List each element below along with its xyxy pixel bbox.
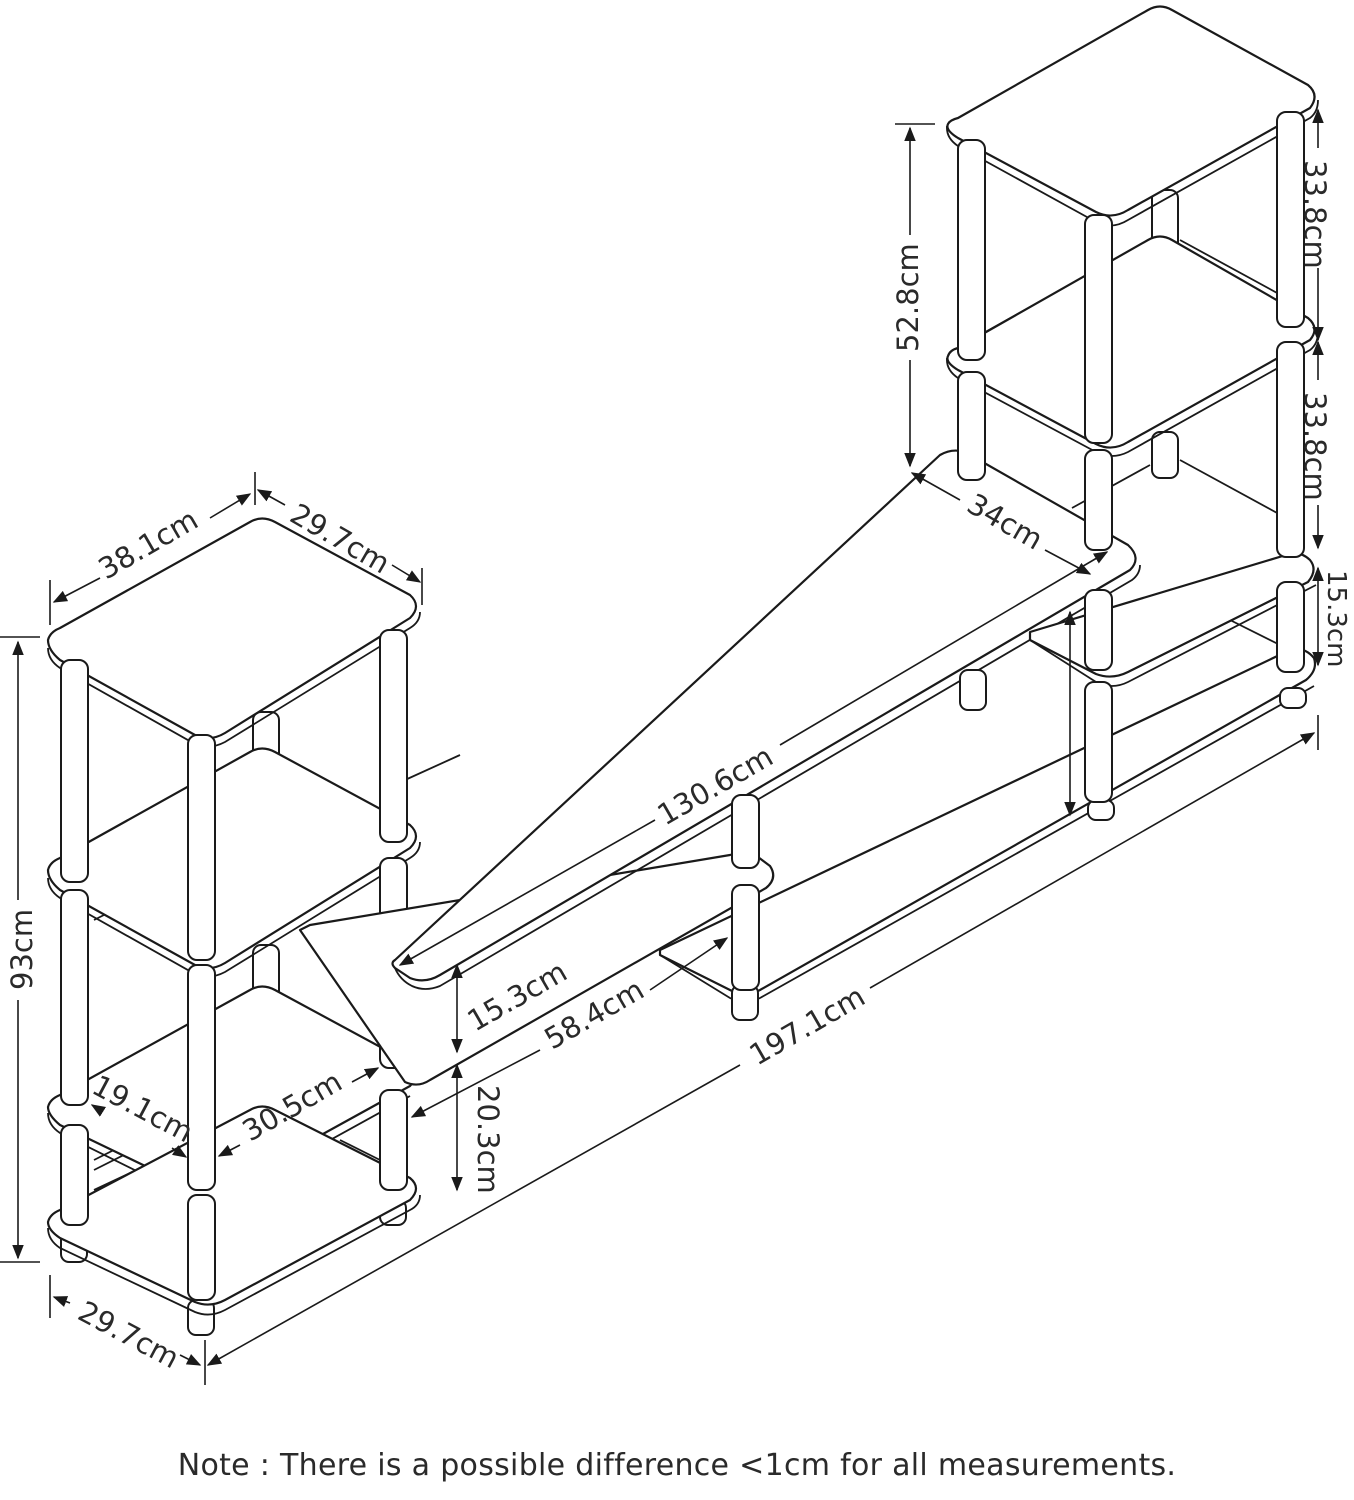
label-overall-length: 197.1cm bbox=[744, 979, 871, 1072]
label-right-tower-height: 52.8cm bbox=[891, 243, 925, 352]
label-right-lower-gap: 15.3cm bbox=[1321, 570, 1351, 668]
left-tower bbox=[46, 517, 461, 1336]
center-section bbox=[298, 449, 1317, 1086]
label-right-middle-gap: 33.8cm bbox=[1298, 392, 1332, 501]
label-right-upper-gap: 33.8cm bbox=[1298, 160, 1332, 269]
dimension-lines bbox=[0, 108, 1324, 1385]
measurement-note: Note : There is a possible difference <1… bbox=[177, 1448, 1177, 1483]
label-depth-bottom: 29.7cm bbox=[73, 1294, 185, 1375]
shelf-dimension-diagram: 38.1cm 29.7cm 93cm 29.7cm 19.1cm 30.5cm … bbox=[0, 5, 1351, 1385]
right-tower bbox=[946, 5, 1319, 803]
label-height-total: 93cm bbox=[5, 909, 39, 990]
label-center-gap-lower: 20.3cm bbox=[471, 1085, 505, 1194]
